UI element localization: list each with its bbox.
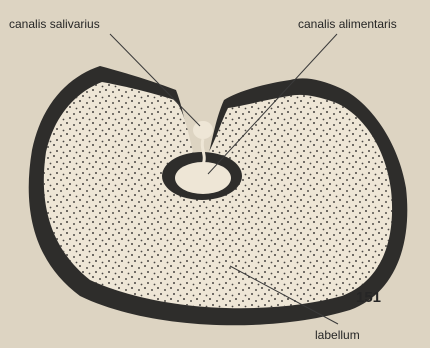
figure-number: 151 bbox=[356, 290, 381, 305]
canalis-salivarius-lumen bbox=[193, 121, 213, 139]
canal-connecting-groove bbox=[202, 139, 204, 164]
canalis-salivarius-label: canalis salivarius bbox=[9, 18, 100, 30]
labellum-label: labellum bbox=[315, 329, 360, 341]
canalis-alimentaris-label: canalis alimentaris bbox=[298, 18, 397, 30]
canalis-alimentaris-lumen bbox=[175, 162, 231, 194]
